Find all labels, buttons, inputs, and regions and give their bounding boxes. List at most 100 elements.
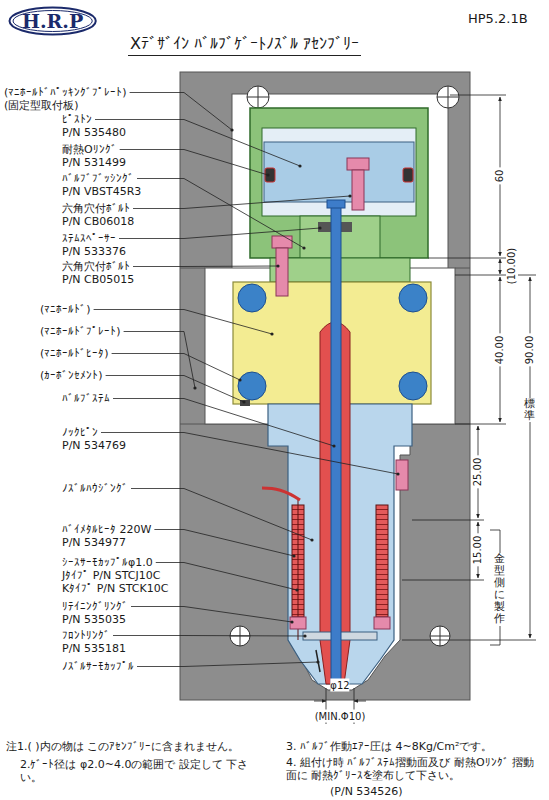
dimension-value: φ12 (330, 679, 349, 692)
leader-line (133, 266, 278, 268)
part-callout: P/N 534769 (62, 439, 126, 452)
logo-badge: H.R.P (8, 6, 97, 36)
dimension-value: 40.00 (494, 334, 506, 367)
leader-dot (298, 164, 301, 167)
note-text: 2.ｹﾞｰﾄ径は φ2.0~4.0の範囲で 設定して 下さい。 (20, 758, 250, 784)
leader-line (137, 179, 304, 249)
part-callout: ｼｰｽｻｰﾓｶｯﾌﾟﾙφ1.0 (62, 556, 153, 569)
leader-line (124, 332, 195, 389)
dimension-value: (10.00) (506, 246, 518, 286)
piston (264, 142, 414, 202)
logo-text: H.R.P (22, 10, 83, 32)
part-callout: ﾉｽﾞﾙｻｰﾓｶｯﾌﾟﾙ (62, 660, 134, 673)
part-callout: P/N VBST45R3 (62, 185, 141, 198)
leader-dot (292, 554, 295, 557)
leader-line (156, 563, 297, 591)
leader-line (131, 489, 312, 541)
dimension-value: (MIN.Φ10) (315, 710, 366, 723)
part-callout: 六角穴付ﾎﾞﾙﾄ (62, 260, 130, 273)
leader-line (101, 433, 398, 475)
dimension-value: 15.00 (472, 534, 484, 567)
part-callout: P/N 535181 (62, 642, 126, 655)
part-callout: ﾋﾟｽﾄﾝ (62, 113, 92, 126)
dimension-value: 60 (494, 168, 506, 185)
mold-plate (180, 72, 470, 700)
part-callout: P/N 535480 (62, 126, 126, 139)
drawing-number: HP5.2.1B (468, 12, 528, 25)
part-callout: (ﾏﾆﾎｰﾙﾄﾞ) (40, 303, 91, 316)
leader-dot (242, 400, 245, 403)
leader-dot (290, 620, 293, 623)
part-callout: P/N 533376 (62, 245, 126, 258)
leader-line (113, 635, 305, 637)
knock-pin (396, 460, 408, 490)
part-callout: P/N CB05015 (62, 273, 134, 286)
hex-bolt (347, 158, 369, 170)
part-callout: 耐熱Oﾘﾝｸﾞ (62, 143, 117, 156)
heater-wire (262, 488, 300, 500)
leader-line (137, 662, 318, 667)
leader-line (130, 93, 232, 131)
leader-line (106, 376, 244, 403)
vertical-note: 標準 (524, 398, 535, 422)
dimension-value: 25.00 (472, 456, 484, 489)
o-ring (403, 168, 413, 182)
part-callout: (ｶｰﾎﾞﾝｾﾒﾝﾄ) (40, 369, 103, 382)
leader-dot (316, 660, 319, 663)
hex-bolt (272, 236, 292, 248)
leader-dot (276, 264, 279, 267)
note-text: 注1.( )内の物は このｱｾﾝﾌﾞﾘｰに含まれません。 (6, 740, 278, 753)
part-callout: ﾉｯｸﾋﾟﾝ (62, 426, 98, 439)
part-callout: ﾉｽﾞﾙﾊｳｼﾞﾝｸﾞ (62, 482, 128, 495)
part-callout: P/N 531499 (62, 156, 126, 169)
part-callout: Kﾀｲﾌﾟ P/N STCK10C (62, 582, 168, 595)
leader-dot (238, 378, 241, 381)
leader-dot (302, 246, 305, 249)
leader-line (112, 354, 240, 381)
leader-dot (310, 538, 313, 541)
leader-line (113, 399, 334, 447)
leader-line (131, 607, 292, 623)
leader-line (133, 196, 350, 209)
part-callout: ﾘﾃｲﾆﾝｸﾞﾘﾝｸﾞ (62, 600, 128, 613)
leader-dot (193, 386, 196, 389)
drawing-title: Xﾃﾞｻﾞｲﾝ ﾊﾞﾙﾌﾞｹﾞｰﾄﾉｽﾞﾙ ｱｾﾝﾌﾞﾘｰ (128, 34, 361, 56)
nozzle-thermocouple (316, 650, 320, 672)
leader-dot (318, 226, 321, 229)
valve-stem (331, 204, 341, 690)
leader-dot (295, 588, 298, 591)
leader-dot (270, 332, 273, 335)
leader-dot (396, 472, 399, 475)
leader-line (120, 150, 268, 176)
part-callout: P/N 534977 (62, 536, 126, 549)
part-callout: (ﾏﾆﾎｰﾙﾄﾞﾋｰﾀ) (40, 347, 109, 360)
part-callout: ﾊﾞﾙﾌﾞﾌﾞｯｼﾝｸﾞ (62, 172, 134, 185)
leader-line (119, 228, 320, 239)
dimension-value: 90.00 (524, 334, 536, 367)
dimension-lines (314, 95, 536, 724)
part-callout: P/N 535035 (62, 613, 126, 626)
leader-dot (266, 173, 269, 176)
vertical-note: 金型側に製作 (494, 553, 505, 626)
part-callout: (固定型取付板) (4, 99, 79, 112)
leader-dot (230, 128, 233, 131)
note-text: (P/N 534526) (330, 785, 450, 798)
part-callout: Jﾀｲﾌﾟ P/N STCJ10C (62, 569, 160, 582)
part-callout: P/N CB06018 (62, 215, 134, 228)
part-callout: ｽﾃﾑｽﾍﾟｰｻｰ (62, 232, 116, 245)
retaining-ring (290, 617, 306, 629)
note-text: 4. 組付け時 ﾊﾞﾙﾌﾞｽﾃﾑ摺動面及び 耐熱Oﾘﾝｸﾞ 摺動面に 耐熱ｸﾞﾘ… (286, 756, 544, 782)
note-text: 3. ﾊﾞﾙﾌﾞ作動ｴｱｰ圧は 4~8Kg/Cm²です。 (286, 740, 544, 753)
part-callout: ﾌﾛﾝﾄﾘﾝｸﾞ (62, 629, 110, 642)
o-ring (265, 168, 275, 182)
part-callout: ﾊﾞﾙﾌﾞｽﾃﾑ (62, 392, 110, 405)
part-callout: ﾊﾞｲﾒﾀﾙﾋｰﾀ 220W (62, 523, 151, 536)
part-callout: 六角穴付ﾎﾞﾙﾄ (62, 202, 130, 215)
leader-dot (332, 444, 335, 447)
leader-dot (348, 194, 351, 197)
part-callout: (ﾏﾆﾎｰﾙﾄﾞﾊﾟｯｷﾝｸﾞﾌﾟﾚｰﾄ) (4, 86, 127, 99)
leader-line (154, 530, 294, 557)
part-callout: (ﾏﾆﾎｰﾙﾄﾞﾌﾟﾚｰﾄ) (40, 325, 121, 338)
leader-dot (303, 634, 306, 637)
